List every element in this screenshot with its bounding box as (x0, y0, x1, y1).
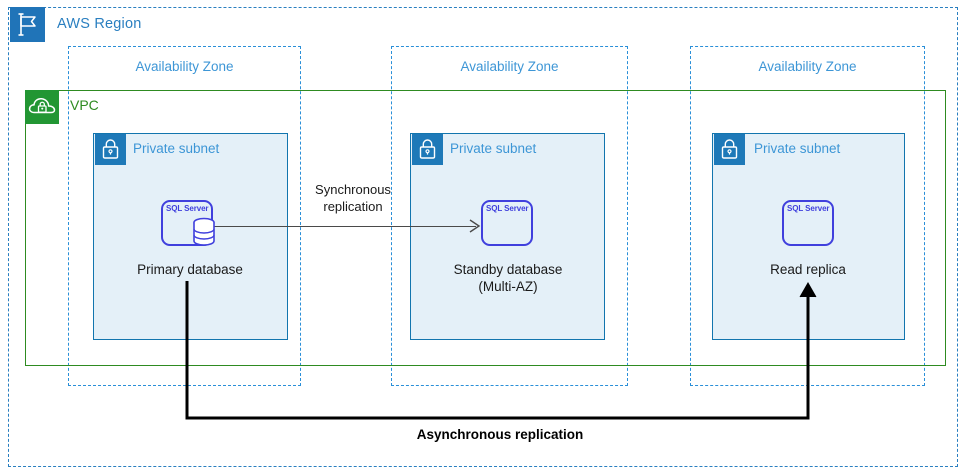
node-caption-read-replica-line1: Read replica (770, 262, 846, 277)
availability-zone-2-label: Availability Zone (460, 59, 559, 74)
private-subnet-1-label: Private subnet (133, 141, 220, 156)
sql-server-node-standby-label: SQL Server (486, 204, 529, 213)
private-subnet-1-lock-icon (95, 134, 126, 165)
sql-server-node-primary[interactable]: SQL Server (161, 200, 215, 246)
synchronous-replication-label: Synchronous replication (305, 181, 401, 215)
private-subnet-3-lock-icon (714, 134, 745, 165)
node-caption-primary-database-line1: Primary database (137, 262, 243, 277)
aws-region-boundary (8, 7, 958, 467)
synchronous-replication-label-line1: Synchronous (315, 182, 391, 197)
sql-server-node-read-replica-label: SQL Server (787, 204, 830, 213)
aws-region-label: AWS Region (57, 16, 142, 32)
database-cylinder-icon (193, 217, 215, 246)
asynchronous-replication-label: Asynchronous replication (416, 427, 584, 442)
private-subnet-2-lock-icon (412, 134, 443, 165)
node-caption-read-replica: Read replica (708, 261, 908, 278)
node-caption-standby-database-line2: (Multi-AZ) (478, 279, 538, 294)
sql-server-node-standby[interactable]: SQL Server (481, 200, 533, 246)
synchronous-replication-line (210, 226, 476, 228)
vpc-cloud-lock-icon (25, 90, 59, 124)
node-caption-standby-database: Standby database (Multi-AZ) (408, 261, 608, 295)
node-caption-standby-database-line1: Standby database (453, 262, 563, 277)
private-subnet-2-label: Private subnet (450, 141, 537, 156)
sql-server-node-primary-label: SQL Server (166, 204, 209, 213)
sql-server-node-read-replica[interactable]: SQL Server (782, 200, 834, 246)
synchronous-replication-label-line2: replication (323, 199, 383, 214)
aws-region-flag-icon (10, 7, 45, 42)
vpc-label: VPC (70, 97, 99, 113)
node-caption-primary-database: Primary database (90, 261, 290, 278)
availability-zone-3-label: Availability Zone (758, 59, 857, 74)
private-subnet-3-label: Private subnet (754, 141, 841, 156)
availability-zone-1-boundary (68, 46, 301, 386)
availability-zone-1-label: Availability Zone (135, 59, 234, 74)
